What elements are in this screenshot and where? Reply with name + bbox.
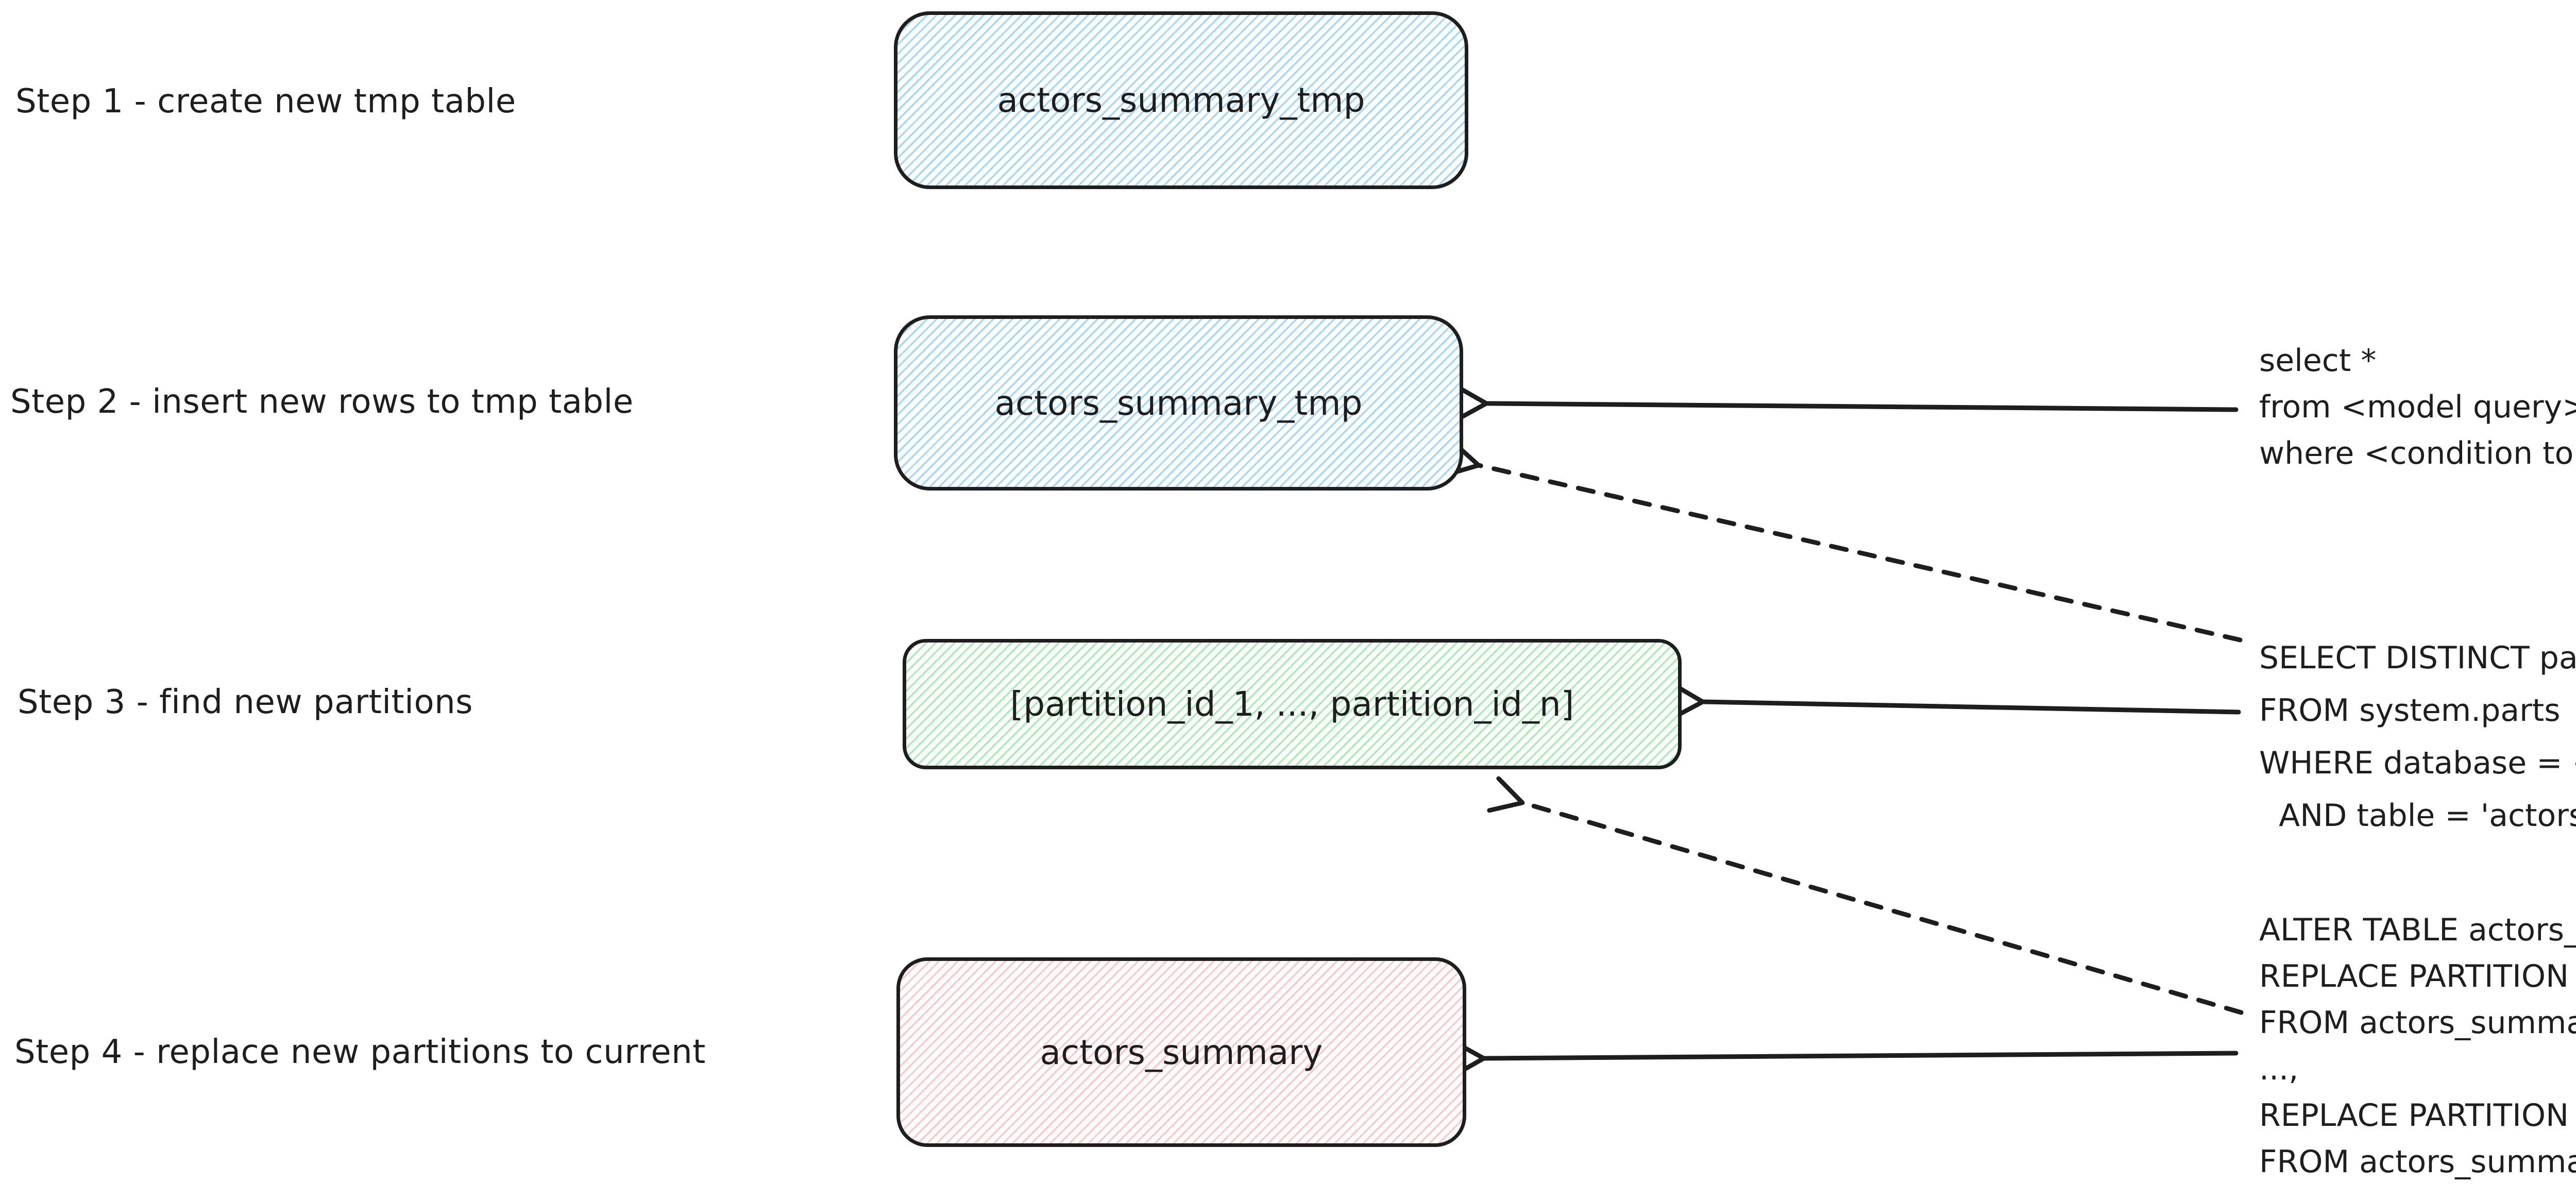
step2-query-text: select * from <model query> where <condi… xyxy=(2259,343,2576,471)
arrow-step3-query-to-tmp-table-dashed xyxy=(1444,440,2243,643)
partition-list-node-label: [partition_id_1, ..., partition_id_n] xyxy=(1010,684,1574,724)
arrow-step3-query-to-partition-list xyxy=(1670,682,2241,720)
tmp-table-node-step1-label: actors_summary_tmp xyxy=(997,80,1365,120)
actors-summary-node-label: actors_summary xyxy=(1040,1032,1323,1072)
partition-list-node: [partition_id_1, ..., partition_id_n] xyxy=(903,639,1682,769)
step3-query-text: SELECT DISTINCT partition_id FROM system… xyxy=(2259,640,2576,834)
arrow-step4-query-to-actors-summary xyxy=(1451,1039,2239,1078)
arrow-step2-query-to-tmp-table xyxy=(1454,384,2239,423)
step4-label: Step 4 - replace new partitions to curre… xyxy=(14,1033,706,1071)
step4-query-text: ALTER TABLE actors_summary REPLACE PARTI… xyxy=(2259,912,2576,1180)
tmp-table-node-step1: actors_summary_tmp xyxy=(894,11,1468,189)
step1-label: Step 1 - create new tmp table xyxy=(15,82,516,121)
actors-summary-node: actors_summary xyxy=(896,957,1466,1147)
step2-label: Step 2 - insert new rows to tmp table xyxy=(10,383,634,421)
tmp-table-node-step2: actors_summary_tmp xyxy=(894,315,1463,491)
step3-label: Step 3 - find new partitions xyxy=(18,683,473,721)
tmp-table-node-step2-label: actors_summary_tmp xyxy=(994,383,1363,423)
arrow-step4-query-to-partition-list-dashed xyxy=(1487,776,2244,1015)
